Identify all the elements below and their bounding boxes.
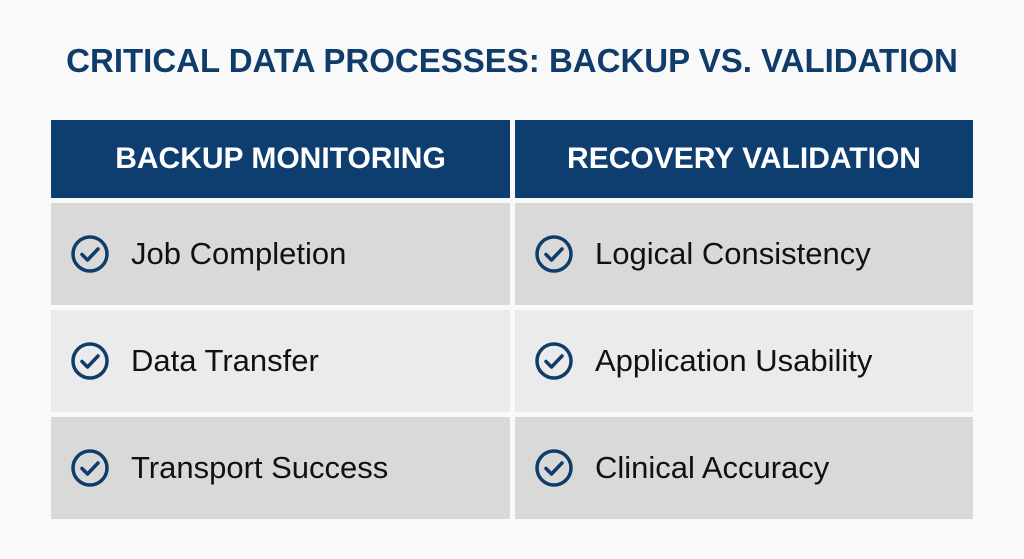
list-item: Logical Consistency xyxy=(515,203,973,305)
header-backup-monitoring: BACKUP MONITORING xyxy=(51,120,510,198)
check-circle-icon xyxy=(535,342,573,380)
list-item: Application Usability xyxy=(515,310,973,412)
list-item: Transport Success xyxy=(51,417,510,519)
list-item: Clinical Accuracy xyxy=(515,417,973,519)
check-circle-icon xyxy=(535,449,573,487)
item-label: Logical Consistency xyxy=(595,236,871,271)
check-circle-icon xyxy=(71,235,109,273)
item-label: Application Usability xyxy=(595,343,873,378)
header-recovery-validation: RECOVERY VALIDATION xyxy=(515,120,973,198)
check-circle-icon xyxy=(71,449,109,487)
page-title: CRITICAL DATA PROCESSES: BACKUP VS. VALI… xyxy=(66,42,958,79)
item-label: Job Completion xyxy=(131,236,347,271)
list-item: Job Completion xyxy=(51,203,510,305)
item-label: Clinical Accuracy xyxy=(595,450,830,485)
list-item: Data Transfer xyxy=(51,310,510,412)
item-label: Data Transfer xyxy=(131,343,319,378)
check-circle-icon xyxy=(71,342,109,380)
check-circle-icon xyxy=(535,235,573,273)
item-label: Transport Success xyxy=(131,450,389,485)
